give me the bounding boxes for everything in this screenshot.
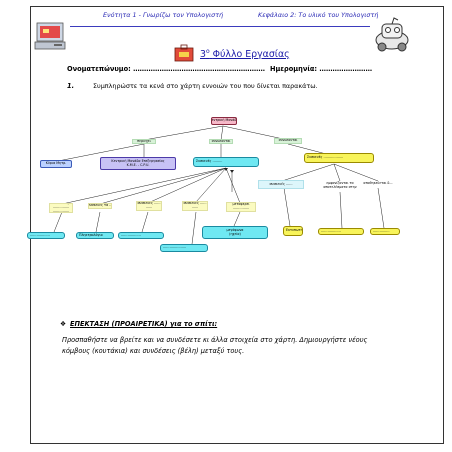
title-superscript: ο [205, 48, 210, 55]
link-label-transfers: μεταφέρει …………… [226, 202, 256, 212]
node-central-unit: Κεντρική Μονάδα [211, 117, 237, 125]
node-cpu: Κεντρική Μονάδα Επεξεργασίας Κ.Μ.Ε. - C.… [100, 157, 176, 170]
name-field: Ονοματεπώνυμο: …………………………………………………… [67, 65, 265, 73]
title-text: Φύλλο Εργασίας [212, 49, 290, 61]
link-label-devices-3: συσκευές τα … [88, 203, 112, 209]
task-number: 1. [67, 82, 75, 90]
robot-cartoon-icon [375, 17, 409, 52]
header-divider [70, 26, 370, 27]
speakers-label-line1: μεγάφωνα [226, 227, 244, 232]
worksheet-page [30, 6, 444, 444]
title-number: 3 [200, 49, 206, 61]
node-devices-center: Συσκευές ……… [193, 157, 259, 167]
link-label-input-devices: συσκευές …………… …………… [49, 203, 73, 213]
node-motherboard: Κύρια Μητρ. [40, 160, 72, 168]
computer-icon [34, 22, 66, 50]
briefcase-icon [174, 44, 194, 62]
date-field: Ημερομηνία: …………………… [270, 65, 373, 73]
node-yellow-blank-2: ……………… [318, 228, 364, 235]
task-instruction: Συμπληρώστε τα κενά στο χάρτη εννοιών το… [93, 82, 318, 90]
node-yellow-blank-3: …………… [370, 228, 400, 235]
extension-title: ΕΠΕΚΤΑΣΗ (ΠΡΟΑΙΡΕΤΙΚΑ) για το σπίτι: [70, 320, 218, 328]
worksheet-title: 3ο Φύλλο Εργασίας [200, 48, 290, 60]
link-label-connected-2: συνδέονται [274, 138, 302, 144]
link-label-yellow-right: αποθηκεύεται δ... [363, 181, 393, 186]
link-label-devices-ext2: συσκευές …… …… [182, 201, 208, 211]
node-devices-right: Συσκευές ……………… [304, 153, 374, 163]
header-right: Κεφάλαιο 2: Το υλικό του Υπολογιστή [258, 11, 379, 19]
link-label-yellow-left: συσκευές …… [258, 180, 304, 189]
extension-body: Προσπαθήστε να βρείτε και να συνδέσετε κ… [62, 336, 368, 355]
cpu-label-line2: Κ.Μ.Ε. - C.P.U. [126, 162, 150, 167]
node-printer: Εκτυπωτής [283, 226, 303, 236]
link-label-contains: περιέχει [132, 139, 156, 144]
link-label-devices-ext: συσκευές …… …… [136, 201, 162, 211]
extension-bullet-icon: ❖ [60, 320, 67, 328]
link-label-yellow-mid: εμφανίζονται τα αποτελέσματα στην [323, 181, 357, 189]
cpu-label-line1: Κεντρική Μονάδα Επεξεργασίας [111, 158, 165, 163]
node-blank-3: ……………… [118, 232, 164, 239]
header-left: Ενότητα 1 - Γνωρίζω τον Υπολογιστή [103, 11, 224, 19]
link-label-connected-1: συνδέονται [209, 139, 233, 144]
node-blank-1: ……………… [27, 232, 65, 239]
node-blank-4: ………………… [160, 244, 208, 252]
node-keyboard: Πληκτρολόγιο [76, 232, 114, 239]
speakers-label-line2: (ηχεία) [229, 231, 241, 236]
node-speakers: μεγάφωνα (ηχεία) [202, 226, 268, 239]
